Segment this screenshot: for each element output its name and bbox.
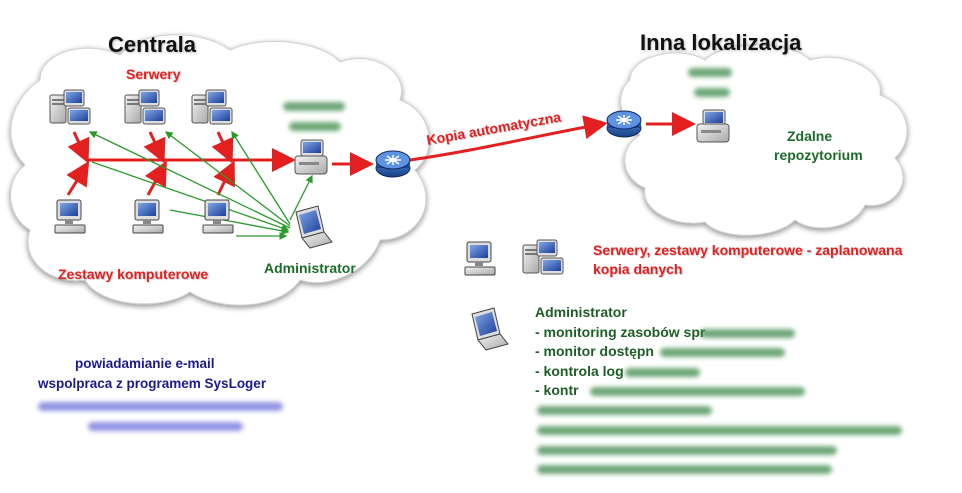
legend-servers-line2: kopia danych: [593, 261, 683, 277]
laptop-icon: [295, 205, 333, 249]
workstation-icon: [54, 199, 86, 234]
redacted-text: [590, 387, 805, 396]
label-servers: Serwery: [126, 66, 181, 82]
backup-device-icon: [696, 109, 730, 143]
server-icon: [191, 89, 233, 125]
legend-admin-list: Administrator - monitoring zasobów spr -…: [535, 303, 705, 401]
redacted-text: [625, 368, 700, 377]
label-admin: Administrator: [264, 260, 356, 276]
router-icon: [606, 110, 642, 138]
legend-admin-item: - monitor dostępn: [535, 343, 654, 359]
note-email: powiadamianie e-mail: [75, 356, 215, 371]
legend-servers-line1: Serwery, zestawy komputerowe - zaplanowa…: [593, 242, 903, 258]
legend-admin-item: - monitoring zasobów spr: [535, 323, 706, 340]
backup-device-icon: [294, 139, 328, 175]
router-icon: [375, 150, 411, 178]
note-sysloger: wspolpraca z programem SysLoger: [38, 376, 267, 391]
workstation-icon: [132, 199, 164, 234]
label-workstations: Zestawy komputerowe: [58, 266, 209, 282]
red-connections: [66, 112, 696, 196]
redacted-text: [537, 406, 712, 415]
label-remote-repo-2: repozytorium: [774, 147, 863, 163]
laptop-icon: [471, 307, 509, 351]
redacted-text: [537, 426, 902, 435]
green-connections: [88, 130, 313, 240]
workstation-icon: [464, 241, 496, 276]
redacted-text: [537, 446, 837, 455]
redacted-text: [289, 122, 341, 131]
cloud-shape-right: [620, 44, 908, 236]
legend-admin-item: - kontrola log: [535, 362, 624, 379]
workstation-icon: [202, 199, 234, 234]
title-centrala: Centrala: [108, 32, 197, 57]
redacted-text: [283, 102, 345, 111]
title-inna-lokalizacja: Inna lokalizacja: [640, 30, 802, 55]
label-remote-repo-1: Zdalne: [787, 128, 833, 144]
redacted-text: [694, 88, 730, 97]
redacted-text: [38, 402, 283, 411]
redacted-text: [688, 68, 732, 77]
legend-admin-item: - kontr: [535, 382, 579, 398]
cloud-shape-left: [10, 34, 430, 306]
server-icon: [124, 89, 166, 125]
redacted-text: [88, 422, 243, 431]
server-icon: [522, 239, 564, 275]
server-icon: [49, 89, 91, 125]
legend-admin-title: Administrator: [535, 304, 627, 320]
redacted-text: [700, 329, 795, 338]
redacted-text: [537, 465, 832, 474]
redacted-text: [660, 348, 785, 357]
